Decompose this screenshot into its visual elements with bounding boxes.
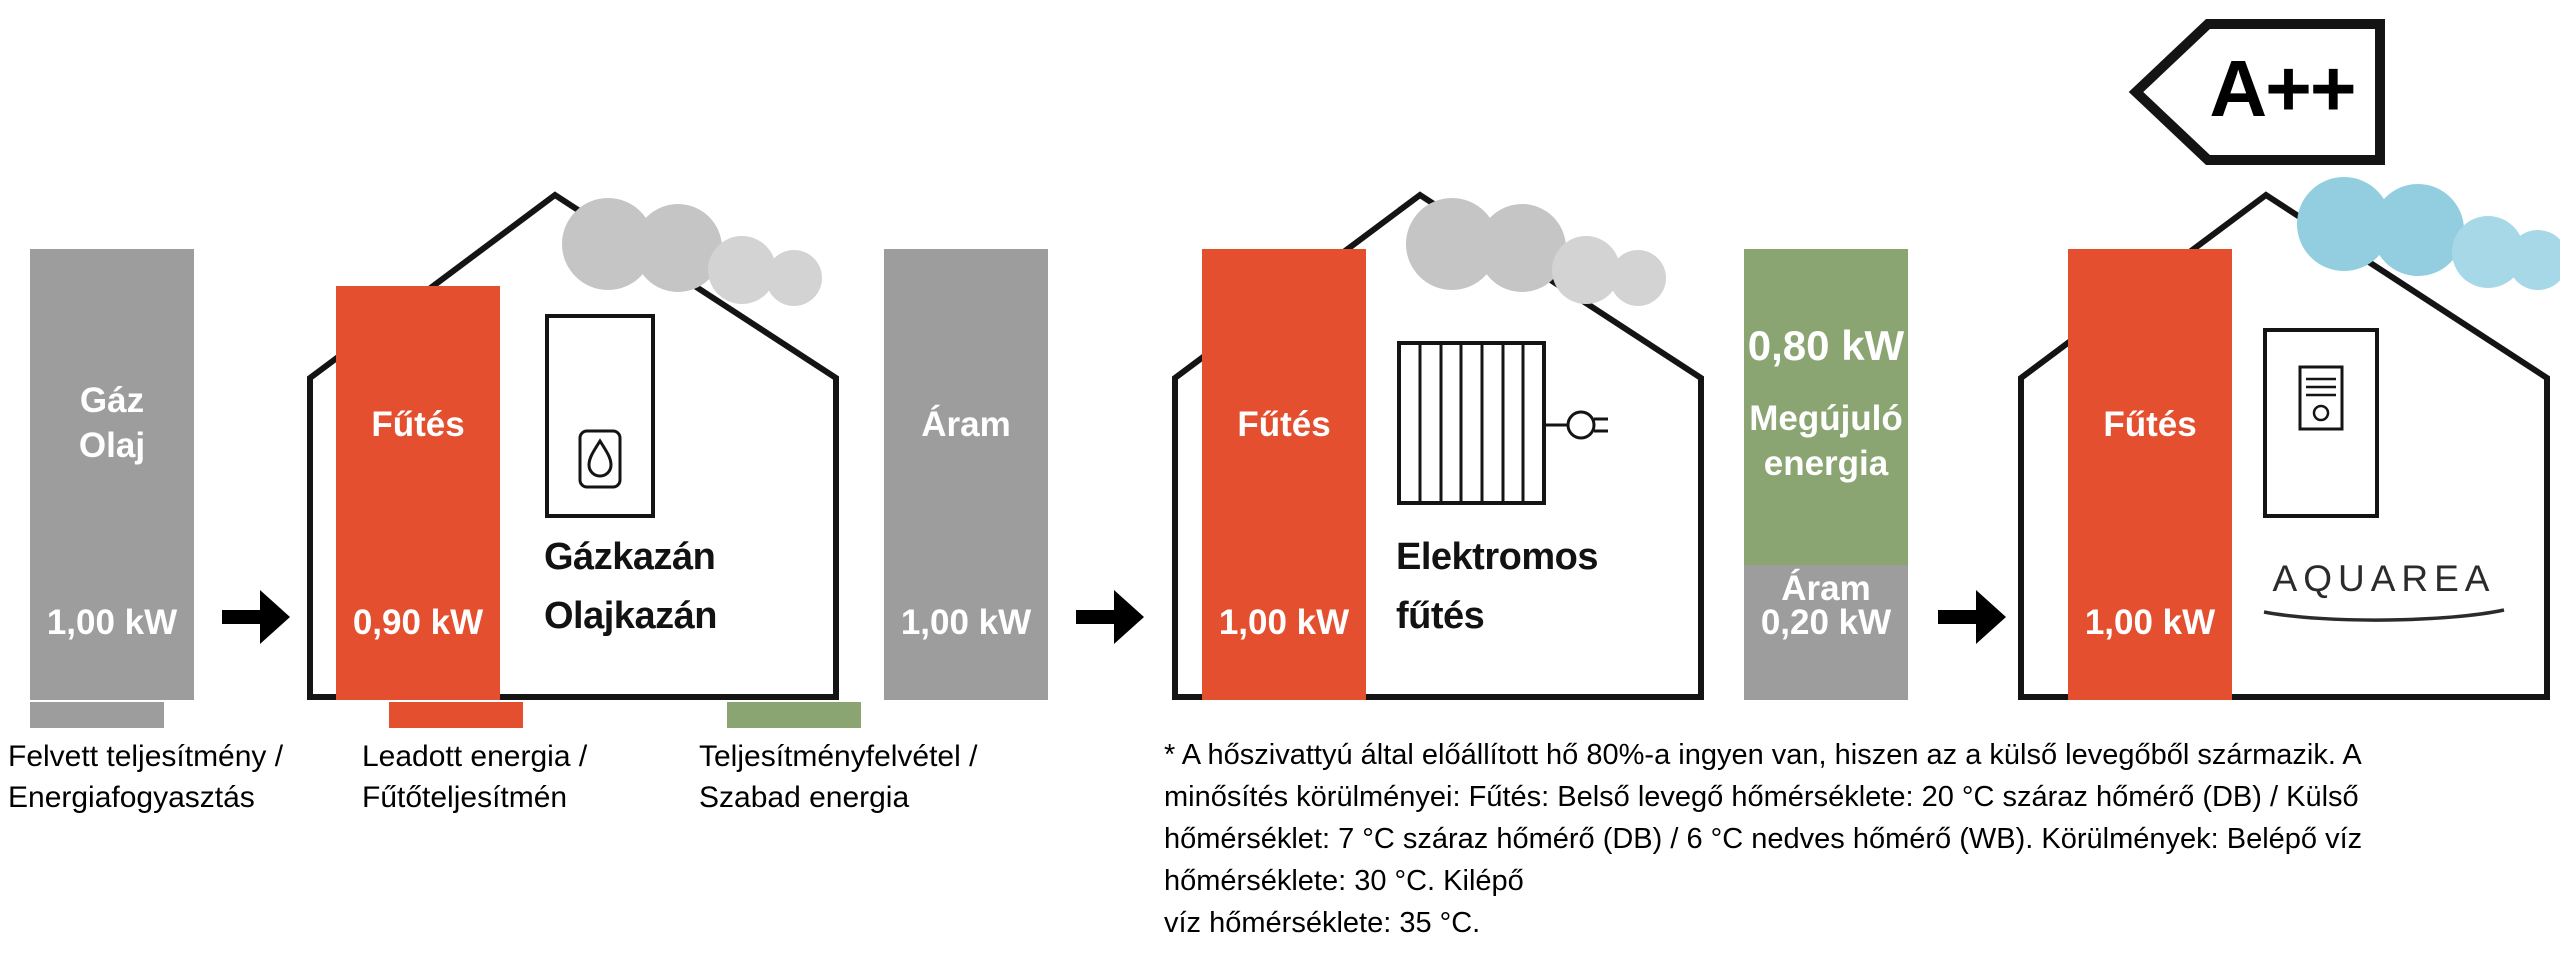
gas-oil-input-label: Gáz Olaj <box>78 381 146 465</box>
legend-swatch-gray <box>30 702 164 728</box>
gas-output-label: Fűtés <box>371 405 465 444</box>
heatpump-electric-label: Áram <box>1781 569 1871 608</box>
heat-pump-unit-icon <box>2263 328 2379 518</box>
legend-label-gray: Felvett teljesítmény / Energiafogyasztás <box>8 740 284 815</box>
right-arrow-icon <box>1076 590 1144 644</box>
renewable-input-bar: 0,80 kW Megújuló energia <box>1744 249 1908 565</box>
gas-boiler-caption: Gázkazán Olajkazán <box>544 536 717 637</box>
heatpump-electric-value: 0,20 kW <box>1760 603 1892 642</box>
heatpump-electric-input-bar: Áram 0,20 kW <box>1744 565 1908 700</box>
heatpump-output-label: Fűtés <box>2103 405 2197 444</box>
legend-label-red: Leadott energia / Fűtőteljesítmén <box>362 740 588 815</box>
electric-input-bar: Áram 1,00 kW <box>884 249 1048 700</box>
smoke-cloud-icon <box>562 198 822 306</box>
energy-rating-badge <box>2128 19 2385 165</box>
certification-footnote: * A hőszivattyú által előállított hő 80%… <box>1164 739 2363 940</box>
electric-output-label: Fűtés <box>1237 405 1331 444</box>
legend-swatch-red <box>389 702 523 728</box>
electric-heating-caption: Elektromos fűtés <box>1396 536 1598 637</box>
gas-output-bar: Fűtés 0,90 kW <box>336 286 500 700</box>
boiler-icon <box>545 314 655 518</box>
electric-input-label: Áram <box>921 405 1011 444</box>
heatpump-output-bar: Fűtés 1,00 kW <box>2068 249 2232 700</box>
energy-rating-label: A++ <box>2209 44 2356 133</box>
smoke-cloud-icon <box>1406 198 1666 306</box>
gas-oil-input-bar: Gáz Olaj 1,00 kW <box>30 249 194 700</box>
gas-output-value: 0,90 kW <box>352 603 484 642</box>
house-outline-heatpump <box>2018 191 2550 700</box>
electric-input-value: 1,00 kW <box>900 603 1032 642</box>
electric-radiator-icon <box>1397 341 1608 505</box>
right-arrow-icon <box>222 590 290 644</box>
right-arrow-icon <box>1938 590 2006 644</box>
renewable-value: 0,80 kW <box>1747 322 1905 369</box>
heatpump-output-value: 1,00 kW <box>2084 603 2216 642</box>
electric-output-value: 1,00 kW <box>1218 603 1350 642</box>
gas-oil-input-value: 1,00 kW <box>46 603 178 642</box>
renewable-label: Megújuló energia <box>1749 399 1903 483</box>
aquarea-wave-icon <box>2263 608 2505 622</box>
aquarea-logo: AQUAREA <box>2272 558 2496 599</box>
electric-output-bar: Fűtés 1,00 kW <box>1202 249 1366 700</box>
legend-swatch-green <box>727 702 861 728</box>
fresh-air-cloud-icon <box>2297 177 2560 290</box>
legend-label-green: Teljesítményfelvétel / Szabad energia <box>699 740 978 815</box>
